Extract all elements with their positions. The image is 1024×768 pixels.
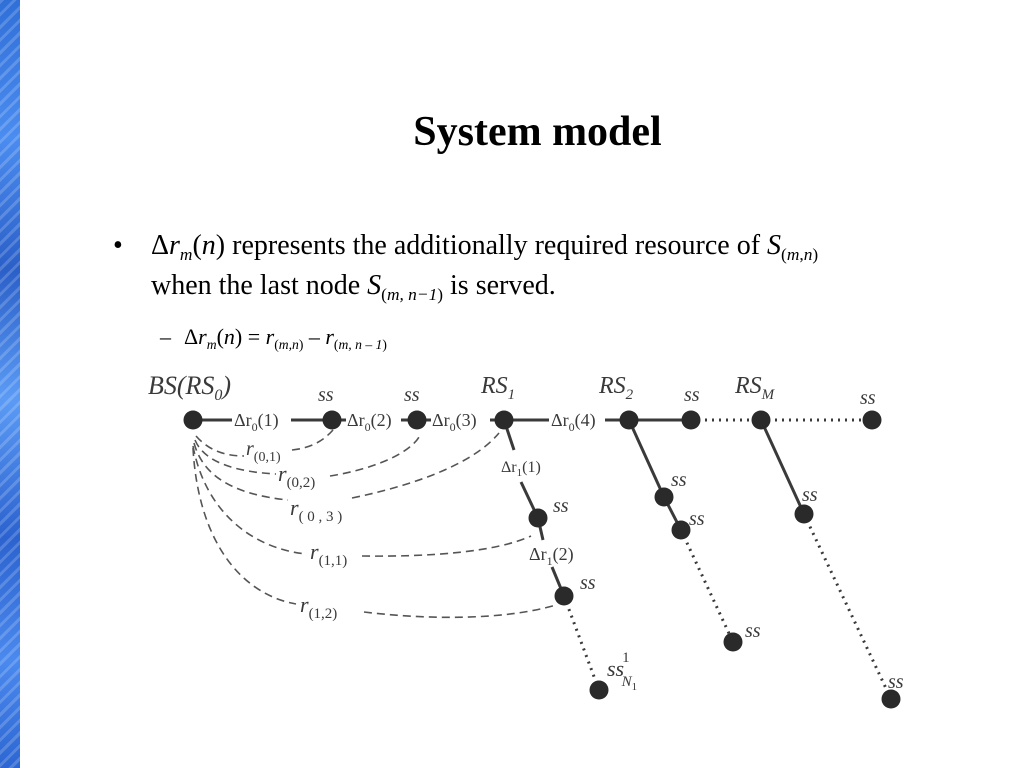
dotted-branch1-tail [562,595,601,691]
arc-r01-right [291,429,334,451]
formula-r3-sub: m, n – 1 [338,336,383,352]
arc-r03-right [351,432,500,499]
label-rs2: RS2 [598,373,634,403]
label-ss3: ss [684,384,700,406]
label-ss-b2c: ss [745,620,761,642]
s-sub-comma: , [799,245,804,265]
label-ss4: ss [860,387,876,409]
link-rs2-branch [627,419,666,498]
formula-delta: Δ [184,324,199,349]
node-bma [794,504,814,524]
arc-r11-right [361,535,532,557]
node-b2c [723,632,743,652]
left-decorative-band [0,0,20,768]
label-ss-bma: ss [802,484,818,506]
label-ss-b1a: ss [553,495,569,517]
s-sub-2: m, n−1 [386,285,438,305]
label-delta-r0-4: Δr0(4) [551,410,596,434]
dashed-resource-arcs [192,429,557,619]
node-b1b [554,586,574,606]
node-bmb [881,689,901,709]
arc-r12-left [192,447,297,605]
sub-bullet-marker: – [160,324,171,349]
r-subscript: m [179,245,193,265]
network-diagram: BS(RS0) ss ss RS1 RS2 ss RSM ss ss ss ss… [148,371,904,709]
diagram-labels: BS(RS0) ss ss RS1 RS2 ss RSM ss ss ss ss… [148,371,904,693]
formula-r2-sub: m,n [278,336,299,352]
label-delta-r0-3: Δr0(3) [432,410,477,434]
node-rs2 [619,410,639,430]
arc-r12-right [363,604,557,619]
slide-title: System model [413,109,662,155]
paren-close: ) [215,230,226,261]
label-r11: r(1,1) [310,539,347,569]
r-symbol: r [169,230,180,261]
s-symbol-2: S [367,270,382,301]
label-delta-r0-1: Δr0(1) [234,410,279,434]
node-b2b [671,520,691,540]
paren-open: ( [192,230,202,261]
s-sub-n: n [803,245,813,265]
label-ss-b2b: ss [689,508,705,530]
formula-r: r [198,324,207,349]
delta-symbol: Δ [151,230,170,261]
formula-r-sub: m [206,336,217,352]
arc-r01-left [195,435,245,457]
label-delta-r0-2: Δr0(2) [347,410,392,434]
arc-r02-right [329,432,422,477]
label-ss-bmb: ss [888,671,904,693]
solid-links [193,418,806,597]
arc-r03-left [193,442,289,501]
label-ss2: ss [404,384,420,406]
label-r03: r( 0 , 3 ) [290,495,342,525]
node-ss2 [407,410,427,430]
node-b1c [589,680,609,700]
node-rs1 [494,410,514,430]
node-ss3 [681,410,701,430]
label-r12: r(1,2) [300,592,337,622]
formula-minus: – [303,324,326,349]
label-delta-r1-1: Δr1(1) [501,459,541,479]
formula-r2: r [265,324,275,349]
label-rs1: RS1 [480,373,515,403]
formula-close: ) [234,324,243,349]
arc-r02-left [194,439,277,475]
label-delta-r1-2: Δr1(2) [529,544,574,568]
sub-bullet-formula: Δrm(n) = r(m,n) – r(m, n – 1) [184,324,387,352]
formula-eq: = [242,324,266,349]
dotted-branchm-tail [802,513,893,700]
bullet-text: Δrm(n) represents the additionally requi… [151,230,819,305]
label-r01: r(0,1) [246,438,281,465]
link-rsm-branch [759,419,806,515]
dotted-links [562,418,893,700]
bullet-line2-tail: is served. [443,270,556,301]
node-ss4 [862,410,882,430]
node-b1a [528,508,548,528]
formula-open: ( [216,324,224,349]
node-b2a [654,487,674,507]
label-bs: BS(RS0) [148,371,231,404]
bullet-marker: • [113,230,123,261]
dotted-branch2-tail [679,529,735,643]
label-r02: r(0,2) [278,461,315,491]
formula-n: n [223,324,235,349]
label-ss-b1b: ss [580,572,596,594]
bullet-line2-text: when the last node [151,270,368,301]
bullet-line1-text: represents the additionally required res… [225,230,768,261]
label-ss1: ss [318,384,334,406]
diagram-nodes [183,410,901,709]
arc-r11-left [192,445,307,555]
s-sub-m: m [786,245,800,265]
node-bs [183,410,203,430]
formula-r3: r [325,324,334,349]
n-symbol: n [201,230,216,261]
label-ss-b2a: ss [671,469,687,491]
label-rsm: RSM [734,373,776,403]
node-rsm [751,410,771,430]
s-symbol: S [767,230,782,261]
node-ss1 [322,410,342,430]
